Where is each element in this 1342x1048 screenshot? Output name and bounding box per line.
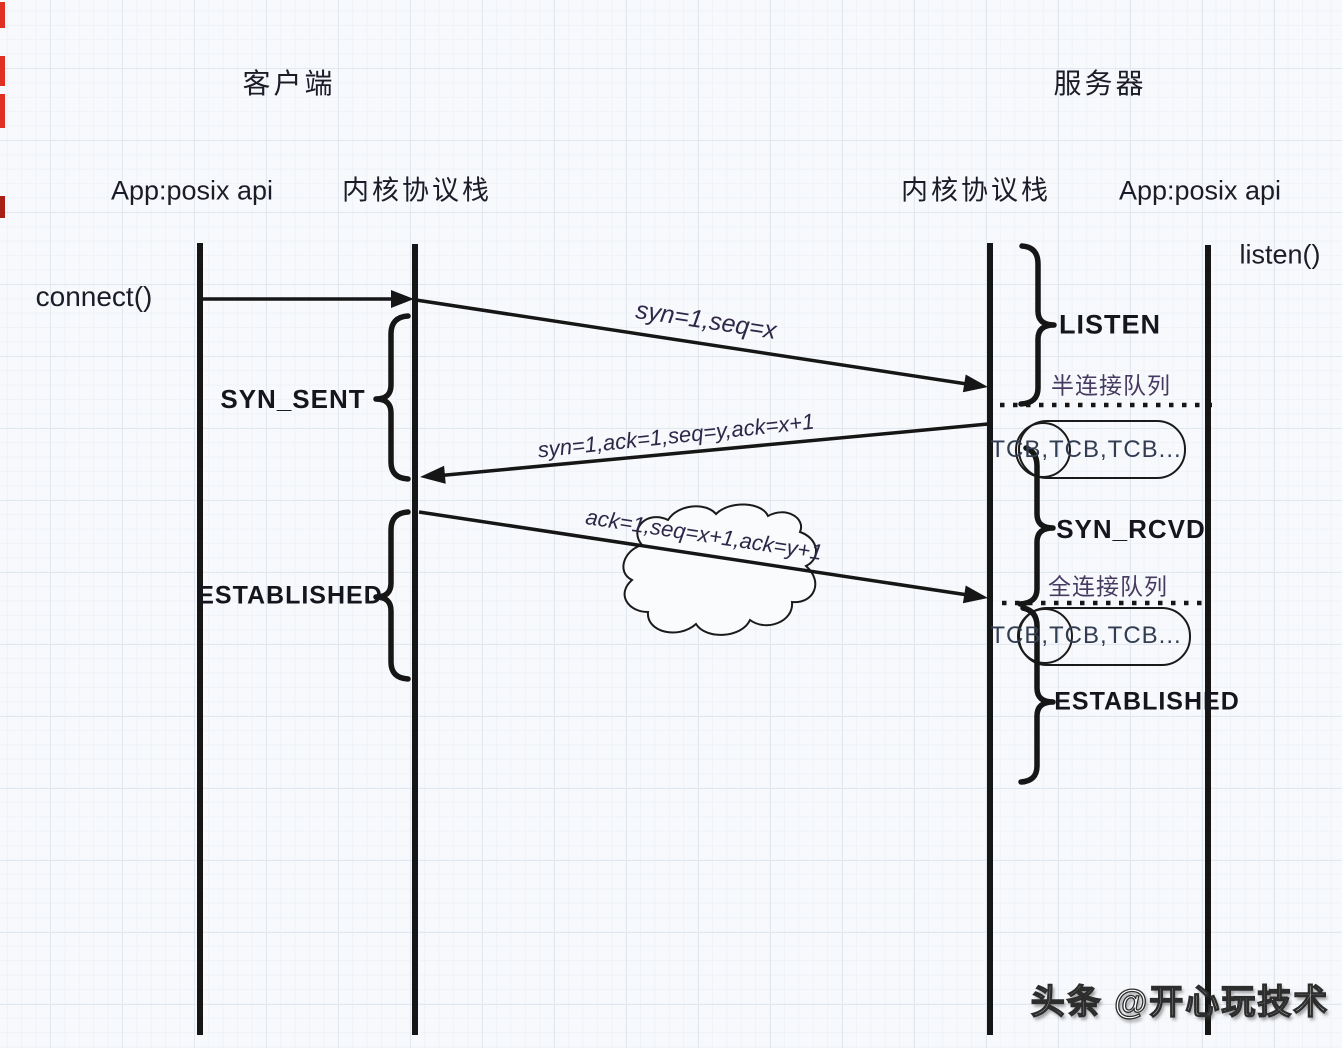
edge-marker-red-3 [0, 94, 5, 128]
listen-state-label: LISTEN [1058, 309, 1162, 340]
listen-brace [1018, 243, 1057, 407]
connect-call-label: connect() [35, 281, 153, 312]
syn-rcvd-brace [1017, 445, 1056, 607]
client-app-label: App:posix api [110, 175, 274, 206]
connect-arrow [203, 290, 414, 308]
server-established-brace [1018, 605, 1056, 785]
server-established-state-label: ESTABLISHED [1054, 687, 1240, 716]
client-established-state-label: ESTABLISHED [197, 581, 383, 610]
syn-rcvd-state-label: SYN_RCVD [1056, 514, 1206, 544]
full-queue-tcb-text: TCB,TCB,TCB... [990, 622, 1182, 649]
client-kernel-label: 内核协议栈 [342, 175, 492, 206]
server-title: 服务器 [1053, 68, 1147, 99]
server-kernel-label: 内核协议栈 [901, 175, 1051, 206]
edge-marker-red-4 [0, 196, 5, 218]
listen-call-label: listen() [1239, 239, 1321, 270]
watermark-text: 头条 @开心玩技术 [1030, 983, 1330, 1022]
edge-marker-red-2 [0, 56, 5, 86]
network-cloud-shape [622, 503, 817, 636]
client-established-brace [373, 509, 411, 682]
full-queue-tcb-circle [1017, 608, 1073, 664]
half-queue-tcb-text: TCB,TCB,TCB... [990, 436, 1182, 463]
syn-arrow [415, 298, 988, 393]
syn-ack-arrow [420, 422, 989, 484]
syn-sent-brace [373, 313, 411, 482]
ack-arrow [418, 510, 988, 604]
client-title: 客户端 [242, 68, 336, 99]
half-queue-tcb-circle [1015, 422, 1071, 478]
edge-marker-red-1 [0, 2, 5, 28]
full-queue-label: 全连接队列 [1048, 573, 1168, 600]
half-queue-label: 半连接队列 [1051, 372, 1171, 399]
syn-sent-state-label: SYN_SENT [220, 384, 366, 414]
server-app-label: App:posix api [1118, 175, 1282, 206]
half-queue-tcb-capsule [1018, 420, 1186, 479]
